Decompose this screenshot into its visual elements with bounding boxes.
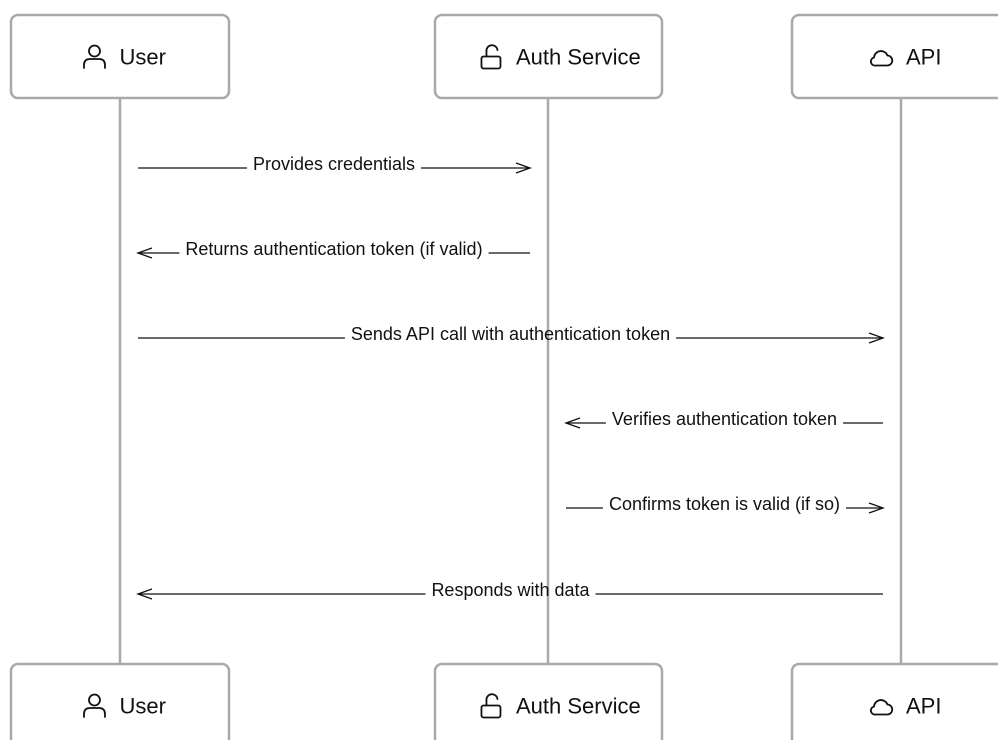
arrowhead: [515, 162, 532, 174]
message-3: Sends API call with authentication token: [138, 324, 885, 344]
participant-bottom-auth-service: Auth Service: [433, 662, 664, 740]
message-label: Provides credentials: [253, 154, 415, 174]
lock-icon: [480, 44, 502, 70]
participant-box-frame: [790, 662, 998, 740]
participant-box-frame: [433, 662, 664, 740]
participant-box-frame: [9, 13, 231, 100]
arrowhead: [136, 247, 153, 259]
participant-bottom-api: API: [790, 662, 998, 740]
arrowhead: [868, 332, 885, 344]
message-6: Responds with data: [136, 580, 883, 600]
participant-box-frame: [790, 13, 998, 100]
message-label: Returns authentication token (if valid): [185, 239, 482, 259]
user-icon: [83, 693, 106, 718]
participant-top-auth-service: Auth Service: [433, 13, 664, 100]
participant-label: API: [906, 694, 941, 719]
arrowhead: [564, 417, 581, 429]
message-5: Confirms token is valid (if so): [566, 494, 885, 514]
participant-label: User: [119, 45, 165, 70]
participant-label: API: [906, 45, 941, 70]
arrowhead: [136, 588, 153, 600]
message-4: Verifies authentication token: [564, 409, 883, 429]
participant-box-frame: [433, 13, 664, 100]
participant-label: Auth Service: [516, 45, 641, 70]
participant-label: User: [119, 694, 165, 719]
message-1: Provides credentials: [138, 154, 532, 174]
message-label: Sends API call with authentication token: [351, 324, 670, 344]
lock-icon: [480, 693, 502, 719]
cloud-icon: [870, 50, 894, 67]
participant-box-frame: [9, 662, 231, 740]
participant-top-api: API: [790, 13, 998, 100]
message-2: Returns authentication token (if valid): [136, 239, 530, 259]
user-icon: [83, 44, 106, 69]
message-label: Verifies authentication token: [612, 409, 837, 429]
participant-label: Auth Service: [516, 694, 641, 719]
participant-top-user: User: [9, 13, 231, 100]
message-label: Responds with data: [431, 580, 590, 600]
cloud-icon: [870, 699, 894, 716]
participant-bottom-user: User: [9, 662, 231, 740]
arrowhead: [868, 502, 885, 514]
message-label: Confirms token is valid (if so): [609, 494, 840, 514]
